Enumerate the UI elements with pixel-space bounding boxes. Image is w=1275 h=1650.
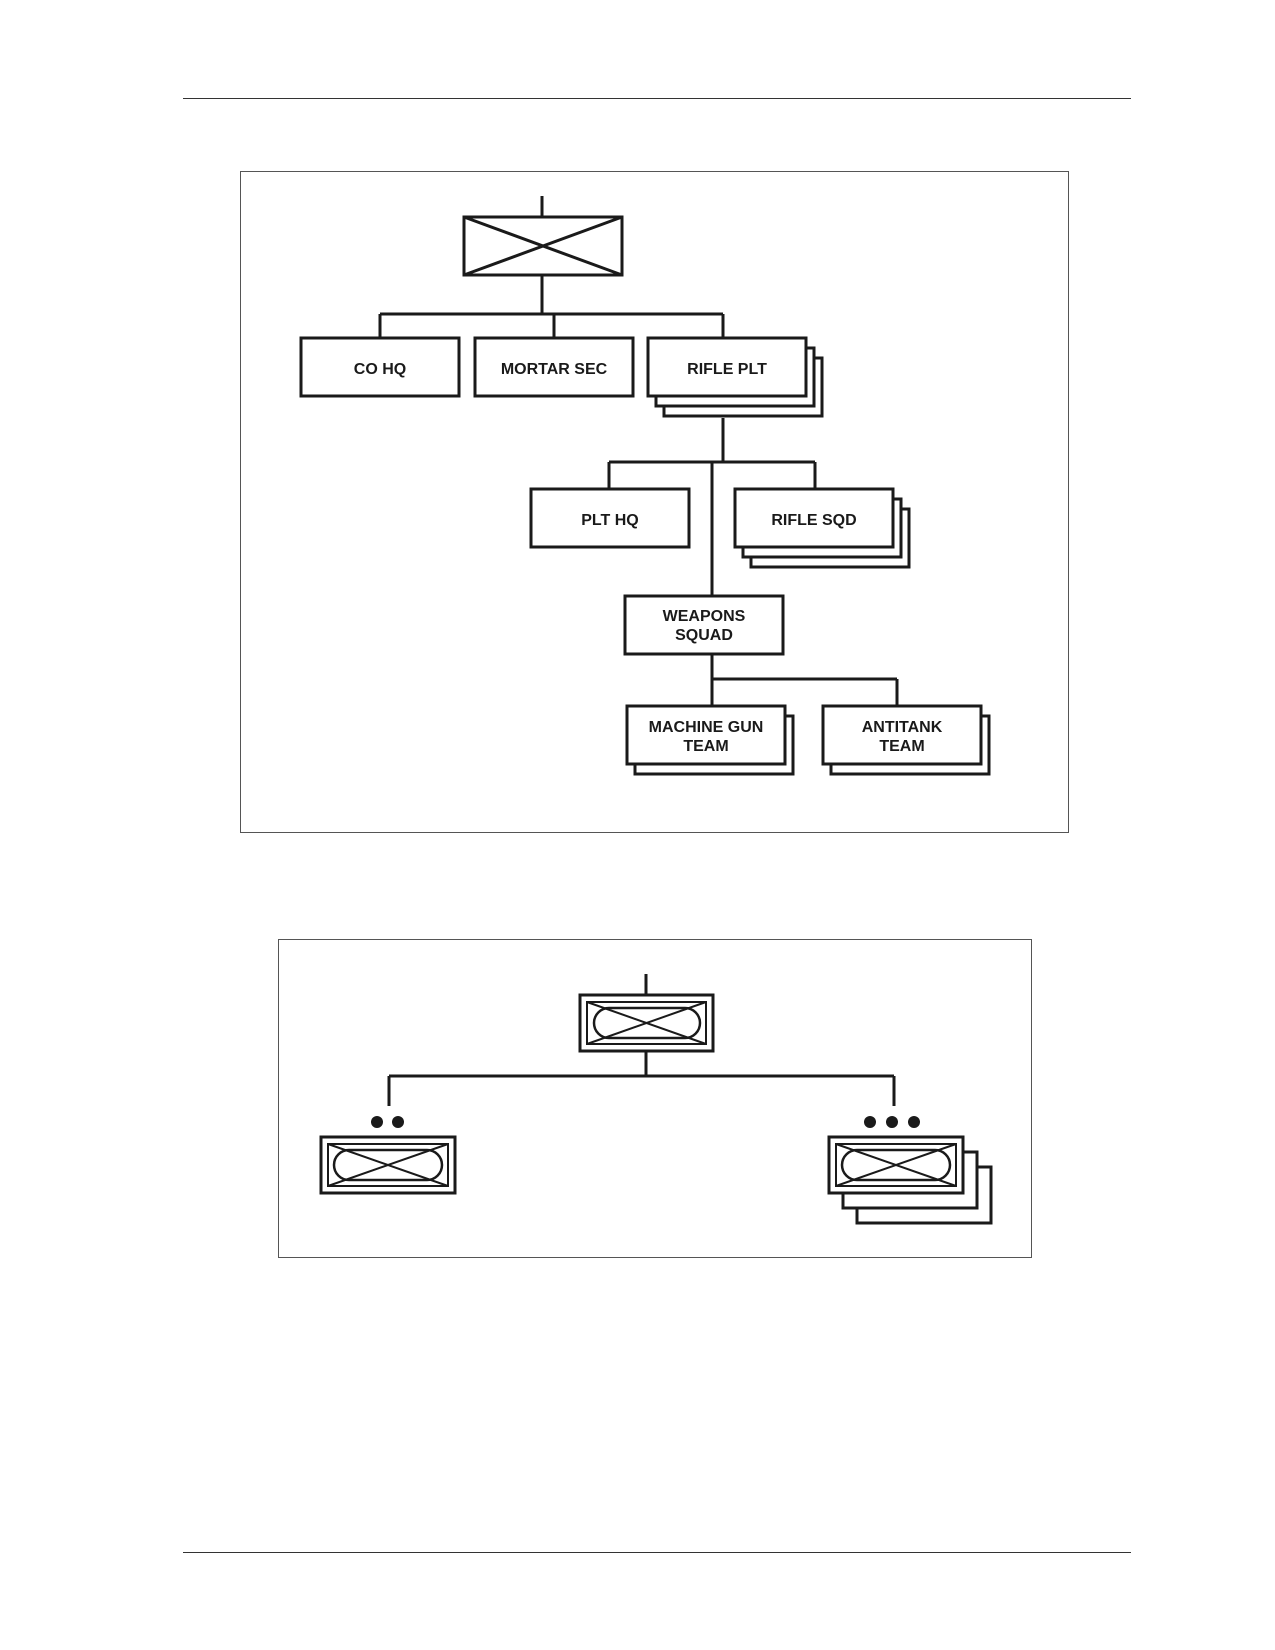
unit-box-weapons-squad: WEAPONS SQUAD bbox=[623, 594, 785, 656]
footer-rule bbox=[183, 1552, 1131, 1553]
unit-box-rifle-sqd: RIFLE SQD bbox=[733, 487, 911, 569]
unit-label-rifle-sqd: RIFLE SQD bbox=[771, 512, 856, 529]
company-connector-lines bbox=[378, 196, 899, 706]
unit-label-antitank-team-line1: ANTITANK bbox=[862, 719, 943, 736]
unit-box-plt-hq: PLT HQ bbox=[529, 487, 691, 549]
unit-label-rifle-plt: RIFLE PLT bbox=[687, 361, 767, 378]
unit-label-co-hq: CO HQ bbox=[354, 361, 406, 378]
unit-box-co-hq: CO HQ bbox=[299, 336, 461, 398]
right-child-mechanized-symbol-stack bbox=[827, 1135, 993, 1225]
unit-label-machine-gun-team-line2: TEAM bbox=[683, 738, 728, 755]
unit-box-antitank-team: ANTITANK TEAM bbox=[821, 704, 991, 776]
unit-label-plt-hq: PLT HQ bbox=[581, 512, 638, 529]
unit-box-mortar-sec: MORTAR SEC bbox=[473, 336, 635, 398]
unit-box-rifle-plt: RIFLE PLT bbox=[646, 336, 824, 418]
unit-label-mortar-sec: MORTAR SEC bbox=[501, 361, 608, 378]
left-echelon-dots bbox=[371, 1116, 404, 1128]
parent-mechanized-symbol bbox=[578, 993, 715, 1053]
unit-label-weapons-squad-line2: SQUAD bbox=[675, 627, 733, 644]
company-infantry-symbol bbox=[462, 215, 624, 277]
unit-label-weapons-squad-line1: WEAPONS bbox=[663, 608, 746, 625]
unit-label-machine-gun-team-line1: MACHINE GUN bbox=[649, 719, 764, 736]
right-echelon-dots bbox=[864, 1116, 920, 1128]
left-child-mechanized-symbol bbox=[319, 1135, 457, 1195]
header-rule bbox=[183, 98, 1131, 99]
unit-label-antitank-team-line2: TEAM bbox=[879, 738, 924, 755]
mechanized-connector-lines bbox=[387, 974, 896, 1106]
unit-box-machine-gun-team: MACHINE GUN TEAM bbox=[625, 704, 795, 776]
